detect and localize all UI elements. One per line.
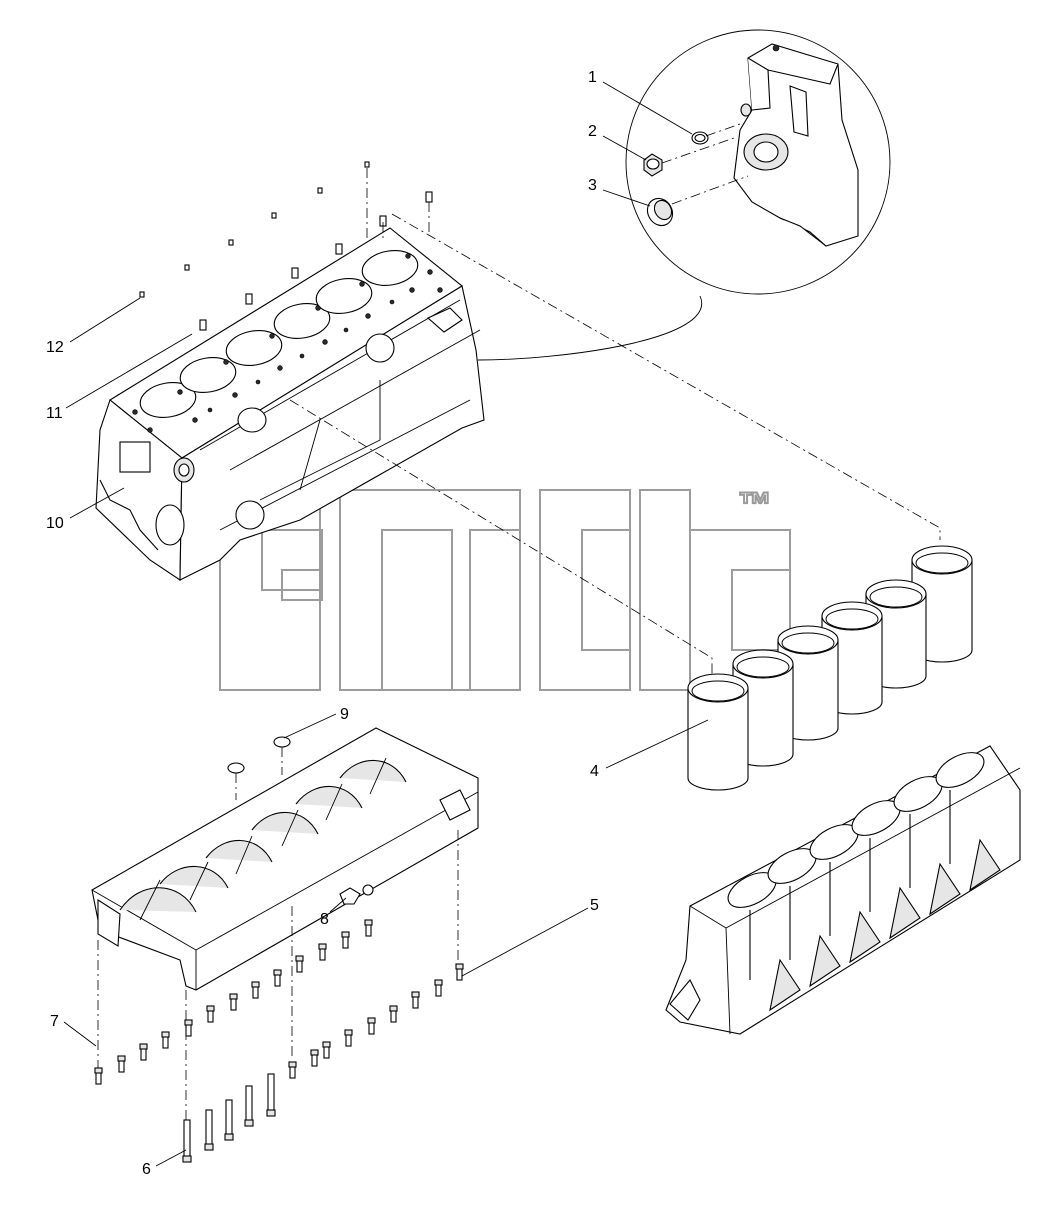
callout-1: 1 (588, 69, 597, 86)
watermark-logo: ™ (219, 485, 791, 691)
stud-bolts-part-11 (199, 191, 433, 331)
leader-lines (63, 81, 709, 1167)
callout-labels: 1 2 3 4 5 6 7 8 9 10 11 12 (46, 69, 599, 1178)
seal-ring-part-3 (646, 197, 674, 227)
callout-12: 12 (46, 339, 64, 356)
callout-9: 9 (340, 706, 349, 723)
callout-6: 6 (142, 1161, 151, 1178)
cylinder-block (95, 161, 485, 582)
callout-4: 4 (590, 763, 599, 780)
plug-part-8 (339, 887, 361, 905)
callout-5: 5 (590, 897, 599, 914)
assembled-block-view (665, 745, 1021, 1035)
callout-2: 2 (588, 123, 597, 140)
installed-liners (727, 752, 985, 908)
bedplate (91, 727, 479, 1120)
dowel-pins-part-12 (139, 161, 370, 298)
callout-7: 7 (50, 1013, 59, 1030)
deck-bolt-holes (132, 253, 443, 433)
callout-10: 10 (46, 515, 64, 532)
callout-11: 11 (46, 405, 63, 422)
callout-8: 8 (320, 911, 329, 928)
cylinder-bores (139, 250, 419, 418)
long-bolts-part-6 (182, 1073, 276, 1163)
plug-part-2 (643, 153, 663, 177)
trademark-symbol: ™ (738, 486, 772, 524)
o-ring-part-9 (273, 736, 291, 748)
short-bolts-part-7 (94, 919, 464, 1085)
detail-view-circle (477, 29, 891, 361)
projection-line (289, 399, 713, 680)
cylinder-liners-part-4 (687, 545, 973, 791)
o-ring (227, 762, 245, 774)
liner (687, 673, 749, 791)
callout-3: 3 (588, 177, 597, 194)
